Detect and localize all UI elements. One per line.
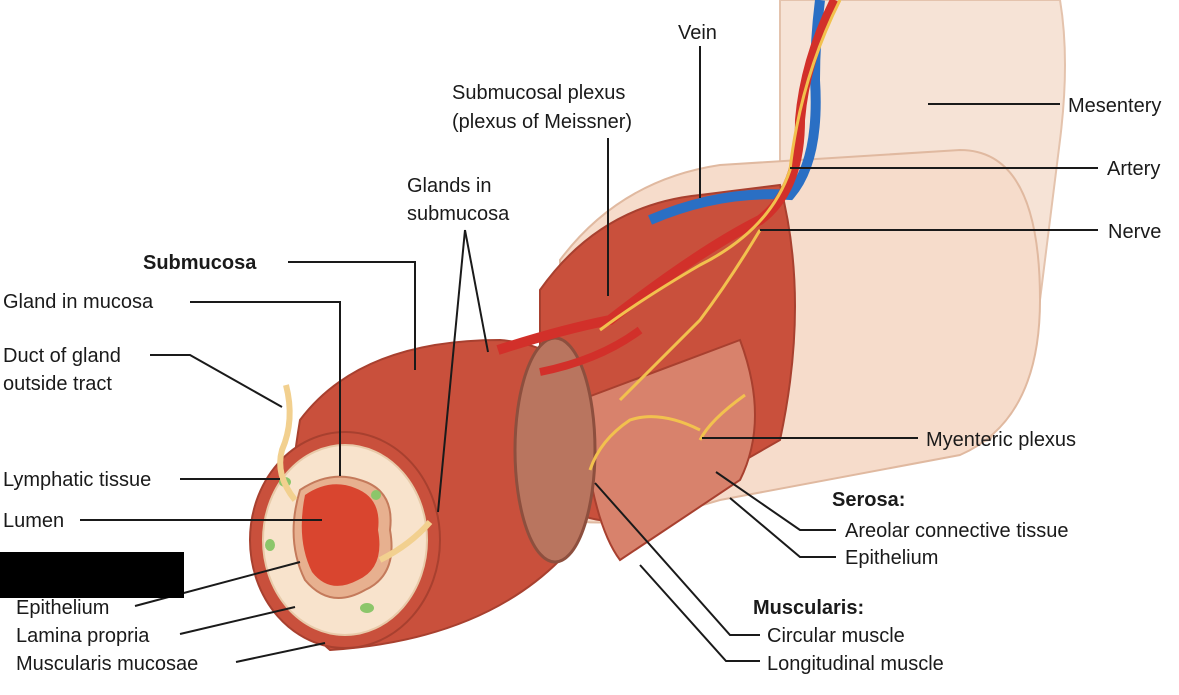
label-submucosal-plexus-sub: (plexus of Meissner) — [452, 111, 632, 133]
submucosal-gland-duct — [378, 520, 433, 563]
lymph-nodule — [360, 603, 374, 613]
label-gland-in-mucosa: Gland in mucosa — [3, 291, 154, 313]
redaction-bar — [0, 552, 184, 598]
label-submucosal-plexus: Submucosal plexus — [452, 82, 625, 104]
label-artery: Artery — [1107, 158, 1160, 180]
lymph-nodule — [265, 539, 275, 551]
label-muscularis-mucosae: Muscularis mucosae — [16, 653, 198, 675]
label-submucosa: Submucosa — [143, 252, 257, 274]
nerve-fiber — [618, 229, 762, 402]
label-nerve: Nerve — [1108, 221, 1161, 243]
label-mesentery: Mesentery — [1068, 95, 1161, 117]
label-lumen: Lumen — [3, 510, 64, 532]
label-circular-muscle: Circular muscle — [767, 625, 905, 647]
nerve-fiber — [588, 415, 701, 471]
label-lamina-propria: Lamina propria — [16, 625, 150, 647]
label-serosa-epithelium: Epithelium — [845, 547, 938, 569]
gland-duct — [277, 384, 298, 502]
nerve-fiber — [698, 393, 746, 441]
label-glands-submucosa: Glands in — [407, 175, 492, 197]
label-duct-of-gland: Duct of gland — [3, 345, 121, 367]
label-areolar-connective-tissue: Areolar connective tissue — [845, 520, 1068, 542]
lumen-shape — [301, 484, 380, 586]
artery-branch — [539, 326, 643, 376]
label-mucosa-epithelium: Epithelium — [16, 597, 109, 619]
label-serosa: Serosa: — [832, 489, 905, 511]
label-longitudinal-muscle: Longitudinal muscle — [767, 653, 944, 675]
label-lymphatic-tissue: Lymphatic tissue — [3, 469, 151, 491]
label-duct-of-gland-sub: outside tract — [3, 373, 112, 395]
label-vein: Vein — [678, 22, 717, 44]
label-glands-submucosa-sub: submucosa — [407, 203, 510, 225]
nerve-fiber — [599, 0, 842, 332]
lymph-nodule — [371, 490, 381, 500]
label-muscularis: Muscularis: — [753, 597, 864, 619]
label-myenteric-plexus: Myenteric plexus — [926, 429, 1076, 451]
